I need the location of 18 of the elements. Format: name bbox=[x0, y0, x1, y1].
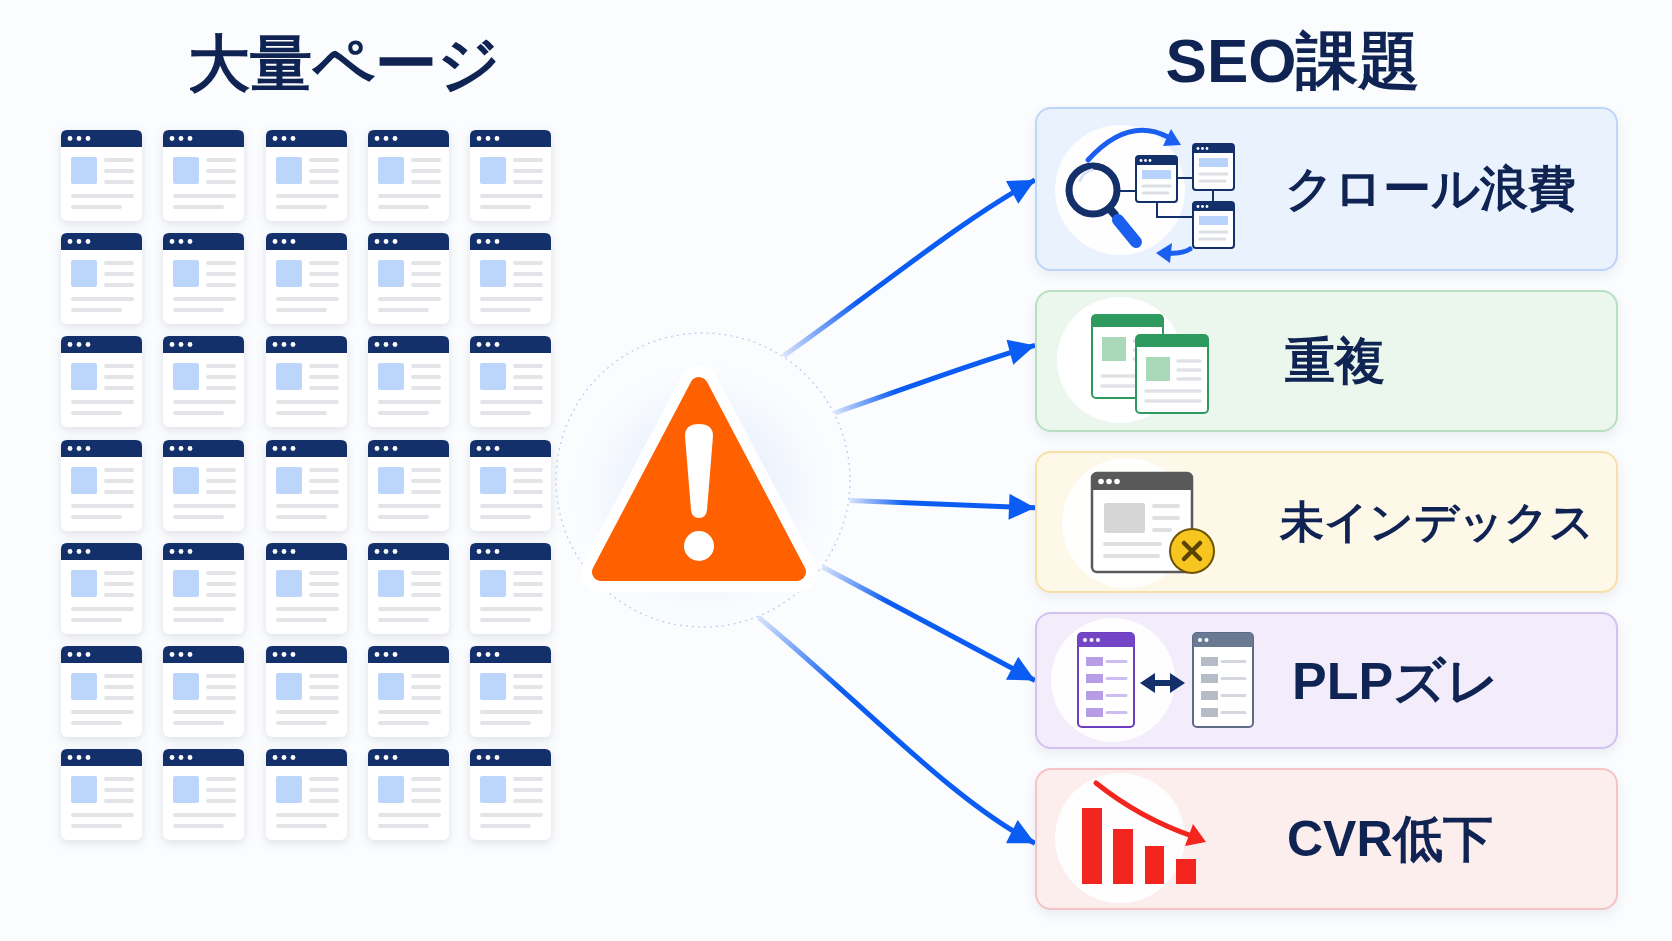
warning-sign bbox=[555, 332, 851, 628]
issue-label: クロール浪費 bbox=[1285, 165, 1576, 213]
arrow bbox=[834, 339, 1036, 416]
issue-box bbox=[1035, 768, 1618, 910]
issue-label: PLPズレ bbox=[1292, 654, 1500, 707]
issue-label: 重複 bbox=[1285, 336, 1385, 386]
issue-box bbox=[1035, 107, 1618, 271]
issue-box bbox=[1035, 451, 1618, 593]
issue-label: CVR低下 bbox=[1287, 814, 1493, 864]
arrow bbox=[782, 177, 1037, 358]
heading: 大量ページ bbox=[188, 33, 500, 95]
arrow bbox=[849, 493, 1036, 520]
issue-box bbox=[1035, 612, 1618, 749]
arrow bbox=[756, 615, 1037, 846]
issue-label: 未インデックス bbox=[1280, 500, 1594, 544]
heading: SEO課題 bbox=[1165, 30, 1421, 92]
arrow bbox=[821, 564, 1037, 683]
issue-box bbox=[1035, 290, 1618, 432]
